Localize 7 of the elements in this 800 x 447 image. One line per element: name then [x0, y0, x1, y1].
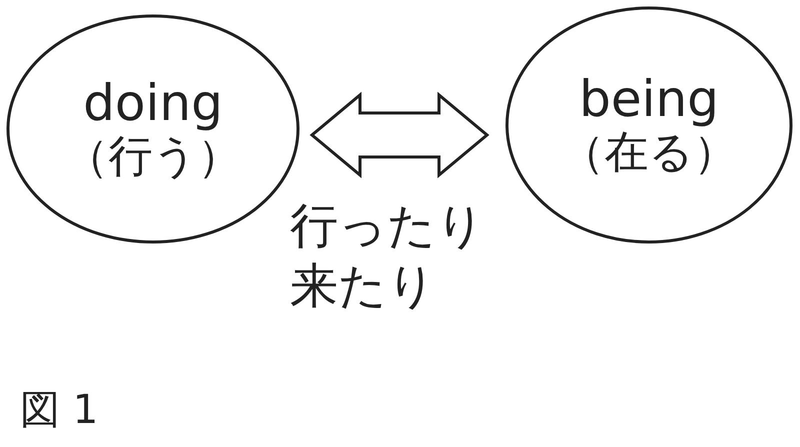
node-text: （行う） [64, 132, 242, 184]
figure-caption: 図 1 [20, 386, 98, 435]
node-text: doing [83, 74, 223, 132]
node-text: （在る） [560, 128, 738, 180]
double-arrow [310, 92, 490, 178]
edge-label: 行ったり来たり [290, 197, 486, 316]
node-text: being [579, 70, 719, 128]
